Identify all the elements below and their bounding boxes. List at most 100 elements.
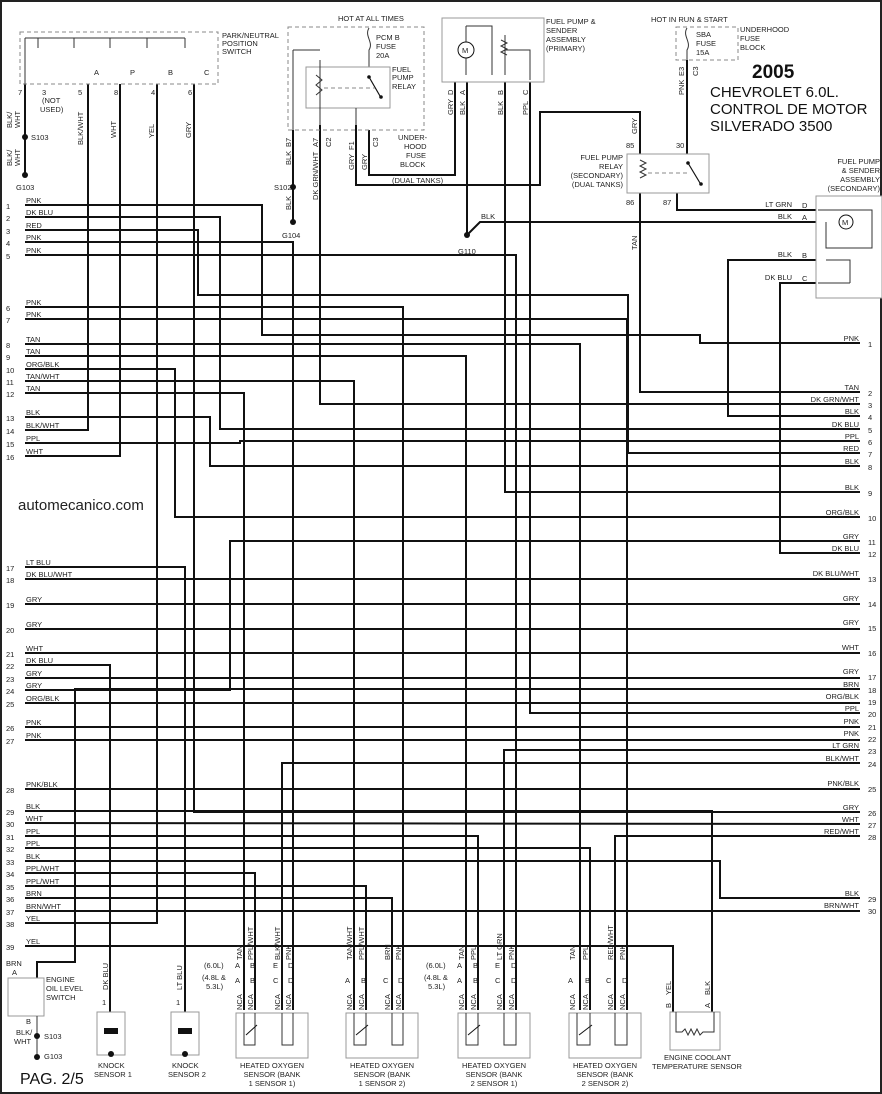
wire-color-label: PPL — [581, 946, 590, 960]
left-row-wire-color: PPL — [26, 434, 40, 443]
right-row-wire-color: PNK — [844, 717, 859, 726]
left-row-wire-color: PNK/BLK — [26, 780, 58, 789]
left-row-wire-color: DK BLU/WHT — [26, 570, 73, 579]
label: DK BLU — [765, 273, 792, 282]
label: PNK — [677, 80, 686, 95]
label: 5 — [78, 88, 82, 97]
label: BRN — [6, 959, 22, 968]
label: HOT IN RUN & START — [651, 15, 728, 24]
label: A7 — [311, 138, 320, 147]
left-row-wire-color: PPL — [26, 839, 40, 848]
label: (6.0L) — [426, 961, 446, 970]
wire-color-label: PNK — [507, 945, 516, 960]
label: 1 SENSOR 2) — [359, 1079, 406, 1088]
left-row-number: 16 — [6, 453, 14, 462]
label: D — [802, 201, 808, 210]
underhood-fuse-block: HOT AT ALL TIMES PCM B FUSE 20A FUEL PUM… — [274, 14, 444, 240]
label: WHT — [109, 121, 118, 138]
right-row-wire-color: BLK/WHT — [826, 754, 860, 763]
left-row-number: 12 — [6, 390, 14, 399]
right-row-number: 1 — [868, 340, 872, 349]
wire — [25, 847, 591, 1010]
wire — [355, 111, 641, 186]
right-row-wire-color: DK BLU — [832, 544, 859, 553]
wire — [25, 835, 479, 1010]
wire — [25, 440, 860, 444]
left-row-number: 1 — [6, 202, 10, 211]
pin-label: B — [473, 976, 478, 985]
right-row-number: 14 — [868, 600, 876, 609]
label: 1 — [102, 998, 106, 1007]
right-row-wire-color: GRY — [843, 618, 859, 627]
wire — [36, 688, 860, 978]
left-row-wire-color: BLK — [26, 408, 40, 417]
wire — [25, 355, 467, 1010]
right-row-wire-color: GRY — [843, 803, 859, 812]
fuel-pump-secondary: M FUEL PUMP & SENDER ASSEMBLY (SECONDARY… — [765, 157, 882, 299]
pin-label: A — [345, 976, 350, 985]
label: PUMP — [392, 73, 414, 82]
left-row-number: 36 — [6, 895, 14, 904]
wire — [25, 872, 256, 1010]
wire — [25, 380, 355, 1010]
label: BLK — [481, 212, 495, 221]
label: 85 — [626, 141, 634, 150]
left-row-wire-color: BLK — [26, 802, 40, 811]
label: FUSE — [696, 39, 716, 48]
left-row-wire-color: PNK — [26, 246, 41, 255]
right-row-number: 30 — [868, 907, 876, 916]
nca-label: NCA — [235, 994, 244, 1010]
pin-label: D — [622, 976, 628, 985]
left-row-number: 38 — [6, 920, 14, 929]
wire — [25, 216, 860, 430]
label: GRY — [446, 99, 455, 115]
knock-sensor-1: DK BLU 1 KNOCK SENSOR 1 — [94, 963, 132, 1079]
wire — [614, 835, 860, 1010]
left-row-wire-color: TAN — [26, 335, 40, 344]
wire-color-label: LT GRN — [495, 933, 504, 960]
left-row-number: 33 — [6, 858, 14, 867]
wire-color-label: PNK — [394, 945, 403, 960]
wire-color-label: BLK/WHT — [273, 926, 282, 960]
wire — [25, 254, 517, 1010]
pin-label: B — [250, 961, 255, 970]
right-row-wire-color: RED — [843, 444, 859, 453]
left-row-number: 27 — [6, 737, 14, 746]
nca-label: NCA — [284, 994, 293, 1010]
wire-color-label: TAN — [235, 946, 244, 960]
label: (SECONDARY) — [828, 184, 881, 193]
wires — [24, 60, 861, 1012]
label: SENDER — [546, 26, 578, 35]
label: SENSOR (BANK — [354, 1070, 411, 1079]
label: C — [802, 274, 808, 283]
nca-label: NCA — [246, 994, 255, 1010]
left-row-wire-color: PPL — [26, 827, 40, 836]
label: BLK — [703, 981, 712, 995]
label: 15A — [696, 48, 709, 57]
right-row-wire-color: LT GRN — [832, 741, 859, 750]
pin-label: D — [288, 961, 294, 970]
right-row-number: 4 — [868, 413, 872, 422]
right-row-number: 21 — [868, 723, 876, 732]
wire — [25, 204, 860, 344]
left-row-wire-color: PNK — [26, 718, 41, 727]
label: G103 — [16, 183, 34, 192]
wire — [25, 566, 186, 1012]
label: BLK — [284, 196, 293, 210]
wire — [25, 306, 404, 1010]
nca-label: NCA — [383, 994, 392, 1010]
wire — [368, 82, 456, 176]
right-row-wire-color: DK GRN/WHT — [811, 395, 860, 404]
right-row-wire-color: BRN/WHT — [824, 901, 859, 910]
label: F1 — [347, 141, 356, 150]
label: BLK/ — [5, 111, 14, 128]
label: GRY — [630, 118, 639, 134]
left-row-wire-color: PNK — [26, 196, 41, 205]
pin-label: A — [457, 961, 462, 970]
label: BLK — [778, 212, 792, 221]
label: 87 — [663, 198, 671, 207]
wire — [529, 82, 860, 714]
wire — [25, 318, 628, 1010]
